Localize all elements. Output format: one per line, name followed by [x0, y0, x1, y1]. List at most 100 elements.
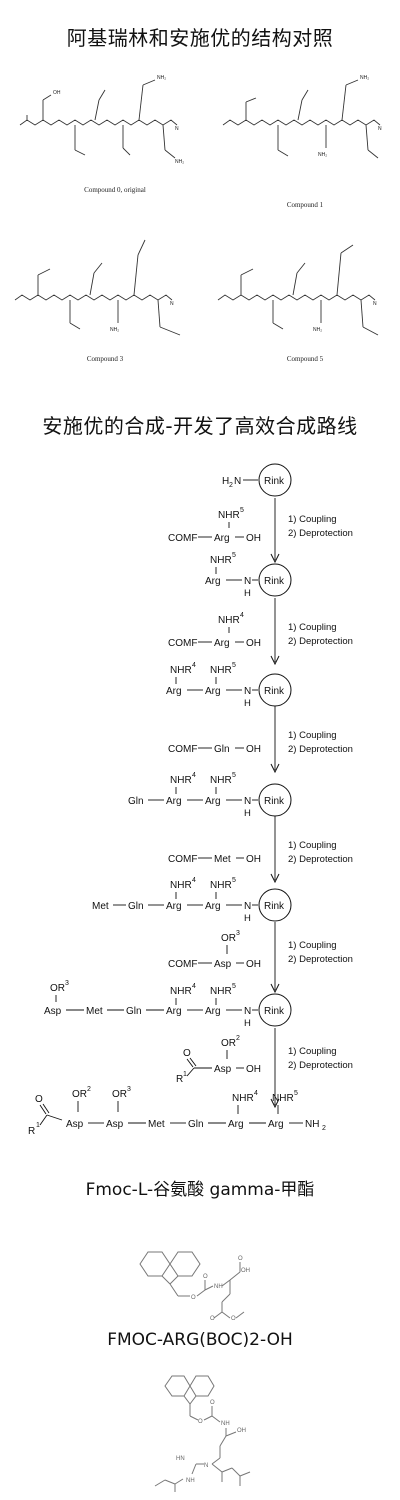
chem-label: NHR — [210, 986, 232, 997]
chem-label: NHR — [210, 775, 232, 786]
chem-label: Gln — [214, 744, 230, 755]
chem-label: 2) Deprotection — [288, 636, 353, 647]
chem-label: Rink — [264, 576, 285, 587]
final-product: O R 1 OR 2 OR 3 NHR 4 NHR 5 Asp Asp Met … — [28, 1086, 326, 1137]
chem-label: O — [238, 1256, 243, 1262]
chem-label: NHR — [272, 1093, 294, 1104]
chem-label: 2) Deprotection — [288, 1060, 353, 1071]
chem-label: 3 — [127, 1086, 131, 1093]
reagent-acyl-asp: OR 2 O R 1 Asp OH — [176, 1035, 261, 1085]
chem-label: Rink — [264, 901, 285, 912]
rink-resin — [258, 783, 292, 817]
chem-label: N — [204, 1463, 208, 1469]
chem-label: Arg — [205, 901, 221, 912]
atom-label: NH₂ — [110, 327, 119, 333]
chem-label: H — [244, 588, 251, 599]
title-fmoc-glu-ome: Fmoc-L-谷氨酸 gamma-甲酯 — [85, 1180, 315, 1200]
reagent-asp-3: OR 3 COMF Asp OH — [168, 930, 261, 970]
chem-label: 4 — [240, 612, 244, 619]
chem-label: Gln — [126, 1006, 142, 1017]
chem-label: OH — [246, 1064, 261, 1075]
chem-label: 5 — [232, 983, 236, 990]
rink-resin — [258, 673, 292, 707]
compound-5-structure: NH₂ N — [217, 244, 379, 336]
chem-label: H — [244, 698, 251, 709]
chem-label: Gln — [188, 1119, 204, 1130]
chem-label: NHR — [210, 665, 232, 676]
chem-label: 2 — [87, 1086, 91, 1093]
chem-label: 2 — [322, 1125, 326, 1132]
chem-label: OR — [72, 1089, 87, 1100]
chem-label: 3 — [236, 930, 240, 937]
chem-label: Arg — [166, 901, 182, 912]
title-synthesis-route: 安施优的合成-开发了高效合成路线 — [42, 414, 358, 438]
title-structure-comparison: 阿基瑞林和安施优的结构对照 — [66, 26, 334, 50]
row-2: NHR 4 NHR 5 Arg Arg N H Rink — [166, 662, 292, 709]
chem-label: H — [244, 808, 251, 819]
fmoc-glu-ome-structure: O O NH OH O O O — [139, 1251, 250, 1322]
chem-label: 2) Deprotection — [288, 954, 353, 965]
chem-label: OR — [221, 1038, 236, 1049]
chem-label: O — [183, 1048, 191, 1059]
chem-label: 4 — [192, 983, 196, 990]
atom-label: NH₂ — [318, 152, 327, 158]
row-5: OR 3 NHR 4 NHR 5 Asp Met Gln Arg Arg N H… — [44, 980, 292, 1029]
chem-label: H — [244, 913, 251, 924]
chem-label: H — [244, 1018, 251, 1029]
atom-label: NH₂ — [157, 75, 166, 81]
chem-label: 2) Deprotection — [288, 854, 353, 865]
chem-label: COMF — [168, 744, 197, 755]
chem-label: H — [222, 476, 229, 487]
peptide-structures-panel: OH NH₂ NH₂ N NH₂ NH₂ N NH₂ N NH₂ — [14, 75, 382, 336]
chem-label: NHR — [170, 775, 192, 786]
chem-label: 1) Coupling — [288, 840, 337, 851]
compound-3-structure: NH₂ N — [14, 239, 181, 336]
chem-label: 5 — [232, 552, 236, 559]
atom-label: NH₂ — [175, 159, 184, 165]
chem-label: OH — [246, 533, 261, 544]
chem-label: NHR — [210, 880, 232, 891]
chem-label: Arg — [214, 533, 230, 544]
rink-resin — [258, 563, 292, 597]
chem-label: 4 — [192, 877, 196, 884]
chem-label: O — [210, 1400, 215, 1406]
chem-label: O — [198, 1419, 203, 1425]
chem-label: Met — [148, 1119, 165, 1130]
chem-label: Asp — [106, 1119, 124, 1130]
chem-label: Arg — [205, 1006, 221, 1017]
chem-label: 1) Coupling — [288, 514, 337, 525]
chem-label: Arg — [205, 796, 221, 807]
chem-label: OH — [241, 1268, 250, 1274]
chem-label: HN — [176, 1456, 185, 1462]
chem-label: COMF — [168, 959, 197, 970]
chem-label: Rink — [264, 796, 285, 807]
chem-label: Gln — [128, 796, 144, 807]
chem-label: 3 — [65, 980, 69, 987]
compound-1-caption: Compound 1 — [286, 201, 324, 209]
chem-label: R — [28, 1126, 35, 1137]
chem-label: NHR — [218, 510, 240, 521]
chem-label: O — [231, 1316, 236, 1322]
rink-resin — [258, 463, 292, 497]
chem-label: 1 — [183, 1071, 187, 1078]
chem-label: Rink — [264, 476, 285, 487]
chem-label: 5 — [232, 662, 236, 669]
chem-label: NH — [214, 1284, 223, 1290]
arrows — [270, 498, 280, 1109]
chem-label: N — [234, 476, 241, 487]
chem-label: 1 — [36, 1122, 40, 1129]
chem-label: Rink — [264, 686, 285, 697]
chem-label: COMF — [168, 533, 197, 544]
reagent-met: COMF Met OH — [168, 854, 261, 865]
rink-resin — [258, 888, 292, 922]
atom-label: N — [170, 301, 174, 307]
chem-label: Gln — [128, 901, 144, 912]
chem-label: Arg — [166, 686, 182, 697]
chem-label: 2) Deprotection — [288, 528, 353, 539]
chem-label: NHR — [210, 555, 232, 566]
chem-label: NH — [186, 1478, 195, 1484]
chem-label: O — [210, 1316, 215, 1322]
chem-label: 1) Coupling — [288, 940, 337, 951]
chem-label: NHR — [232, 1093, 254, 1104]
title-fmoc-arg-boc2: FMOC-ARG(BOC)2-OH — [107, 1330, 293, 1350]
